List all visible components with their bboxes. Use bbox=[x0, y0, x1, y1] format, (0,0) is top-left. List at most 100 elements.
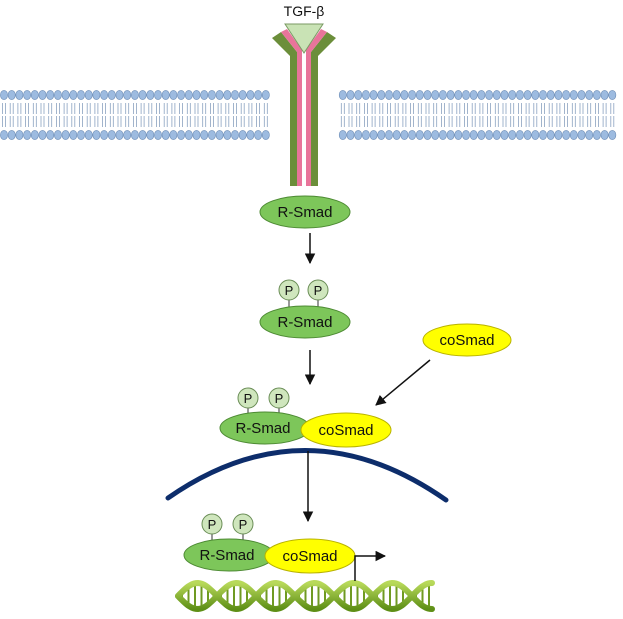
lipid-head bbox=[146, 90, 155, 100]
lipid-head bbox=[369, 90, 378, 100]
cosmad-free-ellipse bbox=[422, 323, 512, 357]
ligand-label: TGF-β bbox=[284, 3, 325, 19]
lipid-head bbox=[169, 90, 178, 100]
complex-rsmad-label: R-Smad bbox=[235, 420, 290, 437]
lipid-head bbox=[377, 90, 386, 100]
lipid-head bbox=[215, 130, 224, 140]
nuclear-cosmad-label: coSmad bbox=[282, 548, 337, 565]
lipid-head bbox=[30, 130, 39, 140]
lipid-head bbox=[177, 90, 185, 100]
phosphate-circle bbox=[268, 387, 290, 409]
lipid-head bbox=[500, 130, 509, 140]
lipid-head bbox=[184, 130, 193, 140]
lipid-head bbox=[246, 90, 255, 100]
lipid-head bbox=[254, 130, 262, 140]
cosmad-free: coSmad bbox=[422, 323, 512, 357]
lipid-head bbox=[423, 90, 432, 100]
lipid-head bbox=[392, 90, 401, 100]
lipid-head bbox=[161, 90, 170, 100]
rsmad-inactive: R-Smad bbox=[259, 195, 351, 229]
lipid-head bbox=[469, 90, 478, 100]
lipid-head bbox=[485, 130, 493, 140]
lipid-head bbox=[138, 130, 147, 140]
lipid-head bbox=[423, 130, 432, 140]
lipid-head bbox=[462, 130, 470, 140]
nuclear-envelope bbox=[165, 448, 449, 503]
lipid-head bbox=[238, 130, 247, 140]
tgf-beta-ligand: TGF-β bbox=[284, 3, 325, 54]
lipid-head bbox=[338, 90, 347, 100]
lipid-head bbox=[415, 90, 424, 100]
lipid-head bbox=[15, 130, 24, 140]
lipid-head bbox=[54, 130, 62, 140]
lipid-head bbox=[46, 90, 55, 100]
dna-strand bbox=[175, 579, 435, 613]
lipid-head bbox=[500, 90, 509, 100]
lipid-head bbox=[23, 90, 31, 100]
lipid-head bbox=[0, 90, 8, 100]
lipid-head bbox=[392, 130, 401, 140]
lipid-head bbox=[254, 90, 262, 100]
lipid-head bbox=[77, 90, 85, 100]
lipid-head bbox=[400, 130, 409, 140]
lipid-head bbox=[261, 90, 270, 100]
lipid-head bbox=[431, 90, 440, 100]
lipid-head bbox=[61, 130, 70, 140]
receptor-inner-right bbox=[306, 29, 327, 186]
lipid-head bbox=[69, 130, 78, 140]
lipid-head bbox=[169, 130, 178, 140]
lipid-head bbox=[107, 130, 116, 140]
lipid-head bbox=[123, 90, 132, 100]
lipid-head bbox=[531, 130, 540, 140]
lipid-head bbox=[600, 90, 609, 100]
lipid-head bbox=[354, 90, 363, 100]
smad-complex-cytoplasm: P P R-Smad coSmad bbox=[219, 387, 392, 448]
phosphate-label: P bbox=[244, 391, 253, 406]
arrow-cosmad-binding bbox=[375, 359, 431, 406]
lipid-head bbox=[585, 130, 594, 140]
lipid-head bbox=[15, 90, 24, 100]
nuclear-rsmad-label: R-Smad bbox=[199, 547, 254, 564]
lipid-head bbox=[207, 90, 216, 100]
phosphate-circle bbox=[232, 513, 254, 535]
lipid-head bbox=[454, 130, 463, 140]
lipid-head bbox=[516, 90, 524, 100]
phosphate-circle bbox=[201, 513, 223, 535]
lipid-head bbox=[469, 130, 478, 140]
smad-complex-nucleus: P P R-Smad coSmad bbox=[183, 513, 356, 574]
lipid-head bbox=[608, 90, 617, 100]
lipid-head bbox=[361, 90, 370, 100]
lipid-head bbox=[415, 130, 424, 140]
lipid-head bbox=[207, 130, 216, 140]
lipid-head bbox=[238, 90, 247, 100]
lipid-head bbox=[446, 130, 455, 140]
lipid-head bbox=[84, 90, 93, 100]
lipid-head bbox=[100, 130, 108, 140]
phosphate-circle bbox=[278, 279, 300, 301]
lipid-head bbox=[523, 90, 532, 100]
lipid-head bbox=[554, 130, 563, 140]
lipid-head bbox=[177, 130, 185, 140]
rsmad-inactive-label: R-Smad bbox=[277, 204, 332, 221]
lipid-head bbox=[354, 130, 363, 140]
lipid-head bbox=[539, 130, 547, 140]
phosphate-label: P bbox=[275, 391, 284, 406]
lipid-head bbox=[554, 90, 563, 100]
lipid-head bbox=[200, 90, 209, 100]
rsmad-phosphorylated-label: R-Smad bbox=[277, 314, 332, 331]
lipid-head bbox=[369, 130, 378, 140]
lipid-head bbox=[77, 130, 85, 140]
lipid-head bbox=[146, 130, 155, 140]
lipid-head bbox=[215, 90, 224, 100]
lipid-head bbox=[600, 130, 609, 140]
lipid-head bbox=[508, 130, 517, 140]
dna-strand bbox=[175, 579, 435, 613]
rsmad-phosphorylated-ellipse bbox=[259, 305, 351, 339]
dna-helix bbox=[175, 579, 435, 613]
cell-membrane bbox=[0, 90, 617, 140]
lipid-head bbox=[84, 130, 93, 140]
lipid-head bbox=[38, 90, 47, 100]
lipid-head bbox=[346, 90, 355, 100]
lipid-head bbox=[408, 90, 416, 100]
